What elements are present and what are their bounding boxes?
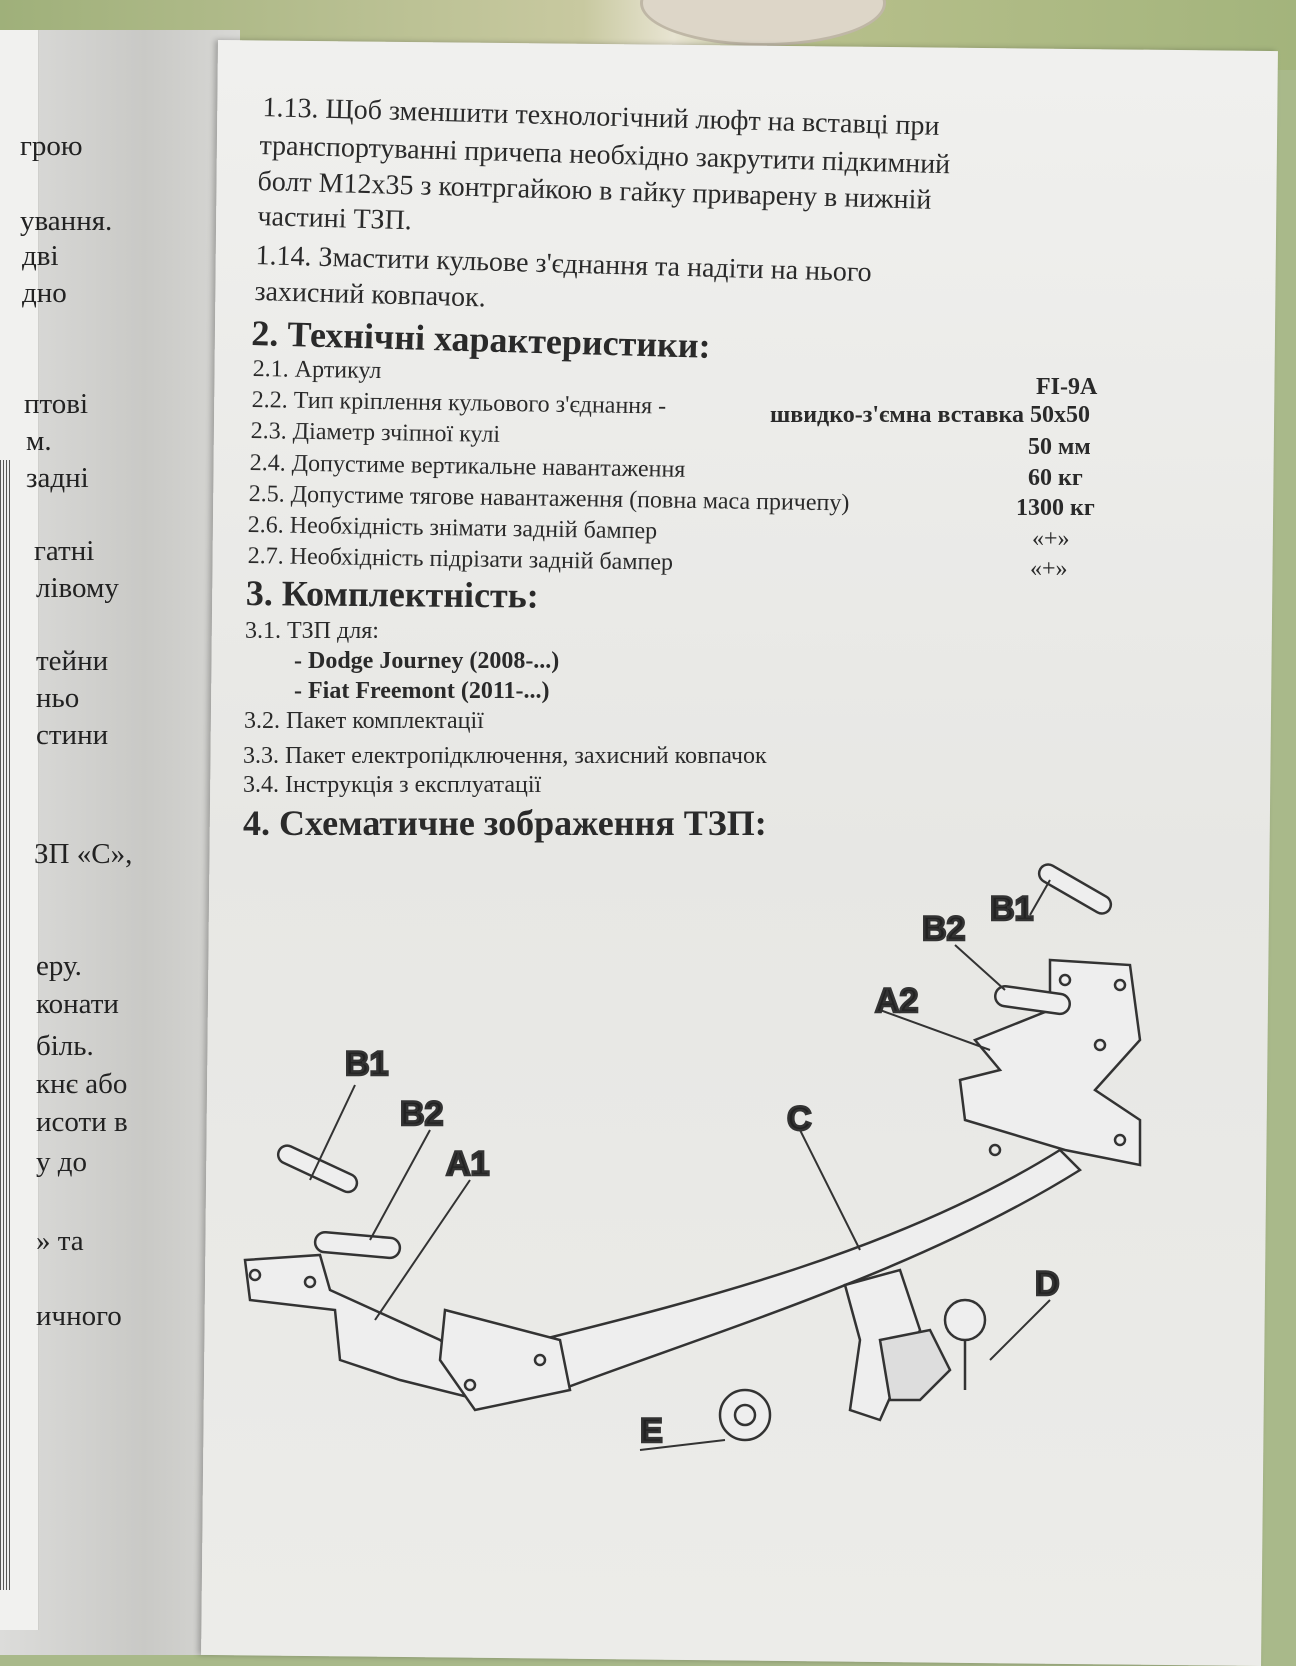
plate-b1-left [276, 1144, 359, 1194]
label-a2: A2 [875, 982, 918, 1020]
text-line: 3.1. ТЗП для: [245, 618, 379, 644]
plate-b2-right [994, 984, 1071, 1016]
bolt-hole [533, 1353, 547, 1367]
ball-insert [878, 1328, 952, 1402]
text-line: 3.3. Пакет електропідключення, захисний … [243, 743, 767, 769]
spec-value: FI-9A [1036, 374, 1098, 400]
left-fragment: задні [26, 462, 89, 494]
label-b2-left: B2 [400, 1095, 443, 1133]
label-b1-left: B1 [345, 1045, 388, 1083]
left-fragment: » та [36, 1225, 84, 1257]
label-a1: A1 [446, 1145, 489, 1183]
vehicle-item: - Dodge Journey (2008-...) [294, 648, 560, 674]
left-fragment: дно [22, 277, 67, 309]
plate-b2-left [313, 1230, 402, 1260]
left-fragment: еру. [36, 950, 82, 982]
left-fragment: лівому [36, 572, 119, 604]
left-fragment: ичного [36, 1300, 122, 1332]
text-line: 3.2. Пакет комплектації [244, 708, 484, 734]
bolt-hole [1093, 1038, 1107, 1052]
left-fragment: дві [22, 240, 59, 272]
spec-value: 1300 кг [1016, 495, 1095, 521]
label-c: C [787, 1100, 812, 1138]
left-fragment: птові [24, 388, 89, 420]
spec-value: «+» [1032, 526, 1070, 552]
left-fragment: стини [36, 719, 109, 751]
left-fragment: конати [36, 988, 119, 1020]
left-page [0, 30, 240, 1655]
bolt-hole [1058, 973, 1072, 987]
bracket-a2 [958, 958, 1142, 1167]
label-e: E [640, 1412, 663, 1450]
electrical-socket-e [718, 1388, 772, 1442]
left-fragment: біль. [36, 1030, 94, 1062]
bolt-hole [463, 1378, 477, 1392]
label-b1-right: B1 [990, 890, 1033, 928]
plate-left [438, 1308, 572, 1412]
spec-value: 50 мм [1028, 434, 1091, 460]
plate-b1-right [1037, 863, 1113, 915]
left-fragment: ЗП «С», [34, 838, 133, 870]
left-fragment: грою [20, 130, 83, 162]
leader-lines [309, 879, 1051, 1451]
left-fragment: у до [36, 1146, 88, 1178]
label-d: D [1035, 1265, 1060, 1303]
crossbar-c [538, 1148, 1082, 1392]
spec-value: 60 кг [1028, 465, 1083, 491]
left-fragment: исоти в [36, 1106, 128, 1138]
label-b2-right: B2 [922, 910, 965, 948]
left-fragment: тейни [36, 645, 109, 677]
socket-center [733, 1403, 757, 1427]
tow-ball [943, 1298, 987, 1342]
left-fragment: ньо [36, 682, 80, 714]
bolt-hole [1113, 978, 1127, 992]
bolt-hole [248, 1268, 262, 1282]
left-page-edge [0, 460, 10, 1590]
bolt-hole [1113, 1133, 1127, 1147]
spec-value: швидко-з'ємна вставка 50х50 [770, 402, 1090, 428]
vehicle-item: - Fiat Freemont (2011-...) [294, 678, 550, 704]
left-fragment: ування. [20, 205, 113, 237]
bolt-hole [988, 1143, 1002, 1157]
left-fragment: гатні [34, 535, 95, 567]
bolt-hole [303, 1275, 317, 1289]
text-line: 3.4. Інструкція з експлуатації [243, 772, 542, 798]
left-fragment: кнє або [36, 1068, 128, 1100]
section-heading-schematic: 4. Схематичне зображення ТЗП: [243, 803, 767, 843]
spec-value: «+» [1030, 556, 1068, 582]
left-fragment: м. [26, 425, 52, 457]
